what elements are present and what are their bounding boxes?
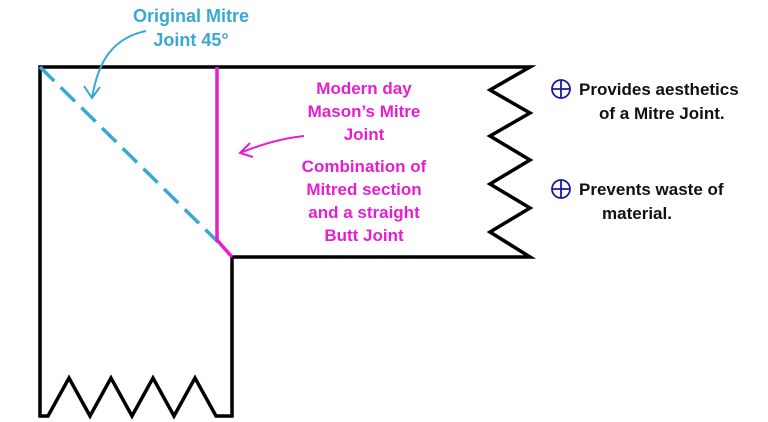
combination-label-line4: Butt Joint: [324, 226, 404, 245]
plus-circle-icon: [551, 79, 571, 99]
mason-mitre-arrowhead: [238, 142, 254, 158]
original-mitre-arrowhead: [83, 85, 101, 100]
combination-label-line1: Combination of: [302, 157, 427, 176]
joint-outline: [38, 65, 537, 420]
benefit-waste: Prevents waste of material.: [551, 179, 724, 223]
combination-label-line2: Mitred section: [306, 180, 421, 199]
original-mitre-line: [38, 65, 220, 244]
benefit-waste-line2: material.: [602, 204, 672, 223]
benefit-aesthetics-line1: Provides aesthetics: [579, 80, 739, 99]
original-mitre-label-line2: Joint 45°: [153, 30, 228, 50]
mason-mitre-label-line2: Mason’s Mitre: [308, 102, 421, 121]
original-mitre-label-line1: Original Mitre: [133, 6, 249, 26]
mason-mitre-label-line3: Joint: [344, 125, 385, 144]
benefit-aesthetics: Provides aesthetics of a Mitre Joint.: [551, 79, 739, 123]
combination-label-line3: and a straight: [308, 203, 420, 222]
benefit-aesthetics-line2: of a Mitre Joint.: [599, 104, 725, 123]
mason-mitre-label-line1: Modern day: [316, 79, 412, 98]
mason-mitre-line: [215, 67, 234, 259]
plus-circle-icon: [551, 179, 571, 199]
benefit-waste-line1: Prevents waste of: [579, 180, 724, 199]
mason-mitre-arrow: [239, 135, 305, 154]
original-mitre-arrow: [91, 30, 147, 99]
